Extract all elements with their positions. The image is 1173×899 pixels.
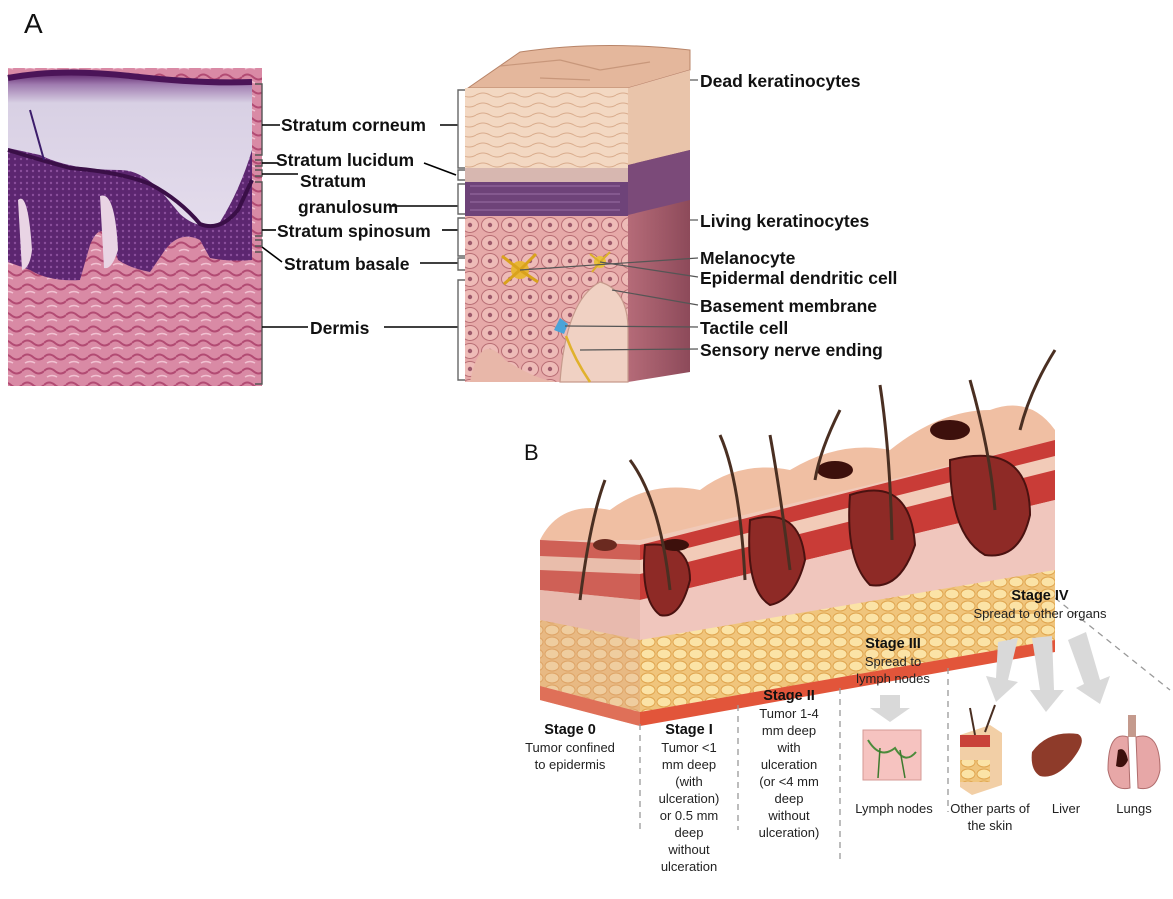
label-lungs: Lungs <box>1104 800 1164 817</box>
stage-1-line: or 0.5 mm <box>646 807 732 824</box>
stage-2-line: deep <box>744 790 834 807</box>
label-liver: Liver <box>1036 800 1096 817</box>
label-basement-membrane: Basement membrane <box>700 296 877 316</box>
stage-3-caption: Stage III Spread to lymph nodes <box>842 636 944 687</box>
stage-3-line: Spread to <box>842 653 944 670</box>
stage-2-line: (or <4 mm <box>744 773 834 790</box>
stage-0-line: to epidermis <box>510 756 630 773</box>
liver-icon <box>1032 733 1082 776</box>
skin-patch-icon <box>960 705 1002 795</box>
stage-1-line: deep <box>646 824 732 841</box>
label-stratum-lucidum: Stratum lucidum <box>276 150 414 170</box>
stage-1-line: mm deep <box>646 756 732 773</box>
stage-3-line: lymph nodes <box>842 670 944 687</box>
stage-1-line: (with <box>646 773 732 790</box>
label-melanocyte: Melanocyte <box>700 248 795 268</box>
stage-0-title: Stage 0 <box>510 722 630 739</box>
stage-0-line: Tumor confined <box>510 739 630 756</box>
label-stratum-corneum: Stratum corneum <box>281 115 426 135</box>
stage-2-line: with <box>744 739 834 756</box>
stage-1-line: ulceration) <box>646 790 732 807</box>
stage-1-caption: Stage I Tumor <1 mm deep (with ulceratio… <box>646 722 732 875</box>
label-stratum-spinosum: Stratum spinosum <box>277 221 431 241</box>
stage-2-title: Stage II <box>744 688 834 705</box>
lymph-node-icon <box>863 730 921 780</box>
label-dead-keratinocytes: Dead keratinocytes <box>700 71 861 91</box>
stage-4-caption: Stage IV Spread to other organs <box>950 588 1130 622</box>
skin-block-3d <box>465 45 690 382</box>
label-epidermal-dendritic-cell: Epidermal dendritic cell <box>700 268 897 288</box>
label-dermis: Dermis <box>310 318 369 338</box>
label-stratum-basale: Stratum basale <box>284 254 409 274</box>
stage-2-line: Tumor 1-4 <box>744 705 834 722</box>
stage-0-caption: Stage 0 Tumor confined to epidermis <box>510 722 630 773</box>
stage-1-line: without <box>646 841 732 858</box>
label-lymph-nodes: Lymph nodes <box>842 800 946 817</box>
label-other-skin: Other parts of the skin <box>950 800 1030 834</box>
tumor-stage-0 <box>593 539 617 551</box>
stage-1-line: ulceration <box>646 858 732 875</box>
stage-3-title: Stage III <box>842 636 944 653</box>
label-stratum-granulosum-2: granulosum <box>298 197 398 217</box>
histology-micrograph <box>8 68 262 386</box>
stage-4-title: Stage IV <box>950 588 1130 605</box>
lungs-icon <box>1108 715 1160 789</box>
stage-2-line: ulceration <box>744 756 834 773</box>
stage-2-line: ulceration) <box>744 824 834 841</box>
label-living-keratinocytes: Living keratinocytes <box>700 211 869 231</box>
stage-2-line: without <box>744 807 834 824</box>
label-sensory-nerve-ending: Sensory nerve ending <box>700 340 883 360</box>
label-tactile-cell: Tactile cell <box>700 318 788 338</box>
stage-1-line: Tumor <1 <box>646 739 732 756</box>
stage-4-line: Spread to other organs <box>950 605 1130 622</box>
label-stratum-granulosum-1: Stratum <box>300 171 366 191</box>
stage-2-caption: Stage II Tumor 1-4 mm deep with ulcerati… <box>744 688 834 841</box>
stage-2-line: mm deep <box>744 722 834 739</box>
block-brackets <box>458 90 465 380</box>
stage-1-title: Stage I <box>646 722 732 739</box>
